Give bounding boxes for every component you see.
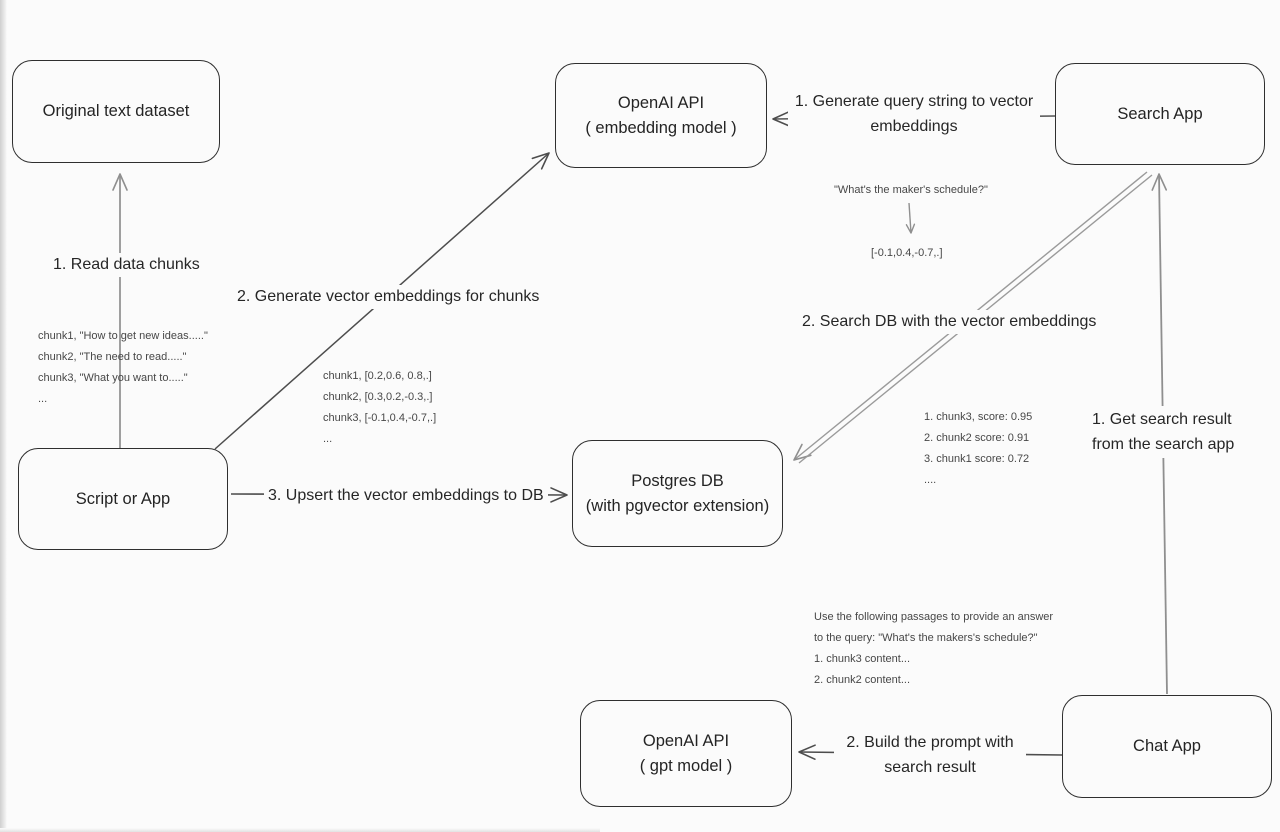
edge-label-line: 1. Get search result (1092, 411, 1232, 428)
node-title: Postgres DB (631, 471, 724, 490)
annotation-source-chunks: chunk1, "How to get new ideas....." chun… (38, 326, 208, 410)
annotation-search-scores: 1. chunk3, score: 0.95 2. chunk2 score: … (924, 407, 1032, 491)
edge-label-get-search-result: 1. Get search result from the search app (1088, 406, 1239, 458)
node-original-text-dataset: Original text dataset (12, 60, 220, 163)
annotation-line: chunk2, [0.3,0.2,-0.3,.] (323, 391, 433, 403)
node-title: OpenAI API (642, 731, 730, 750)
edge-label-read-chunks: 1. Read data chunks (49, 253, 204, 277)
node-label: Chat App (1133, 737, 1201, 755)
edge-label-build-prompt: 2. Build the prompt with search result (834, 729, 1026, 781)
annotation-line: 2. chunk2 content... (814, 674, 911, 686)
edge-label-search-db: 2. Search DB with the vector embeddings (798, 310, 1101, 334)
node-script-or-app: Script or App (18, 448, 228, 550)
annotation-line: ... (38, 393, 48, 405)
edge-label-upsert: 3. Upsert the vector embeddings to DB (264, 484, 548, 508)
node-label: Original text dataset (42, 102, 190, 120)
node-postgres-db: Postgres DB (with pgvector extension) (572, 440, 783, 547)
edge-label-line: embeddings (870, 118, 958, 135)
annotation-line: ... (323, 433, 333, 445)
annotation-line: .... (924, 474, 937, 486)
annotation-query-example: "What's the maker's schedule?" (834, 184, 988, 196)
node-search-app: Search App (1055, 63, 1265, 165)
edge-label-line: from the search app (1092, 436, 1235, 453)
page-edge-shadow-bottom (0, 828, 600, 832)
annotation-line: chunk3, "What you want to....." (38, 372, 188, 384)
edge-label-line: search result (884, 759, 976, 776)
edge-label-line: 2. Build the prompt with (846, 734, 1014, 751)
node-label: Search App (1117, 104, 1203, 123)
edge-label-generate-embeddings: 2. Generate vector embeddings for chunks (233, 285, 544, 309)
annotation-line: chunk3, [-0.1,0.4,-0.7,.] (323, 412, 437, 424)
annotation-line: 1. chunk3 content... (814, 653, 911, 665)
node-label: Script or App (75, 489, 171, 508)
node-subtitle: (with pgvector extension) (585, 496, 770, 515)
node-subtitle: ( embedding model ) (585, 118, 737, 137)
annotation-chunk-vectors: chunk1, [0.2,0.6, 0.8,.] chunk2, [0.3,0.… (323, 366, 436, 450)
edge-label-generate-query: 1. Generate query string to vector embed… (788, 88, 1040, 140)
annotation-line: Use the following passages to provide an… (814, 611, 1054, 623)
annotation-prompt: Use the following passages to provide an… (814, 607, 1053, 691)
node-subtitle: ( gpt model ) (639, 756, 733, 775)
page-edge-shadow-left (0, 0, 7, 832)
node-openai-api-embedding: OpenAI API ( embedding model ) (555, 63, 767, 168)
annotation-line: chunk1, "How to get new ideas....." (38, 330, 208, 342)
annotation-line: 3. chunk1 score: 0.72 (924, 453, 1030, 465)
node-openai-api-gpt: OpenAI API ( gpt model ) (580, 700, 792, 807)
node-title: OpenAI API (617, 93, 705, 112)
annotation-line: 1. chunk3, score: 0.95 (924, 411, 1033, 423)
annotation-line: chunk2, "The need to read....." (38, 351, 187, 363)
annotation-line: chunk1, [0.2,0.6, 0.8,.] (323, 370, 432, 382)
annotation-line: to the query: "What's the makers's sched… (814, 632, 1038, 644)
node-chat-app: Chat App (1062, 695, 1272, 798)
query-vector-arrow (905, 202, 916, 234)
annotation-query-vector: [-0.1,0.4,-0.7,.] (871, 247, 943, 259)
annotation-line: 2. chunk2 score: 0.91 (924, 432, 1030, 444)
edge-label-line: 1. Generate query string to vector (794, 93, 1034, 110)
